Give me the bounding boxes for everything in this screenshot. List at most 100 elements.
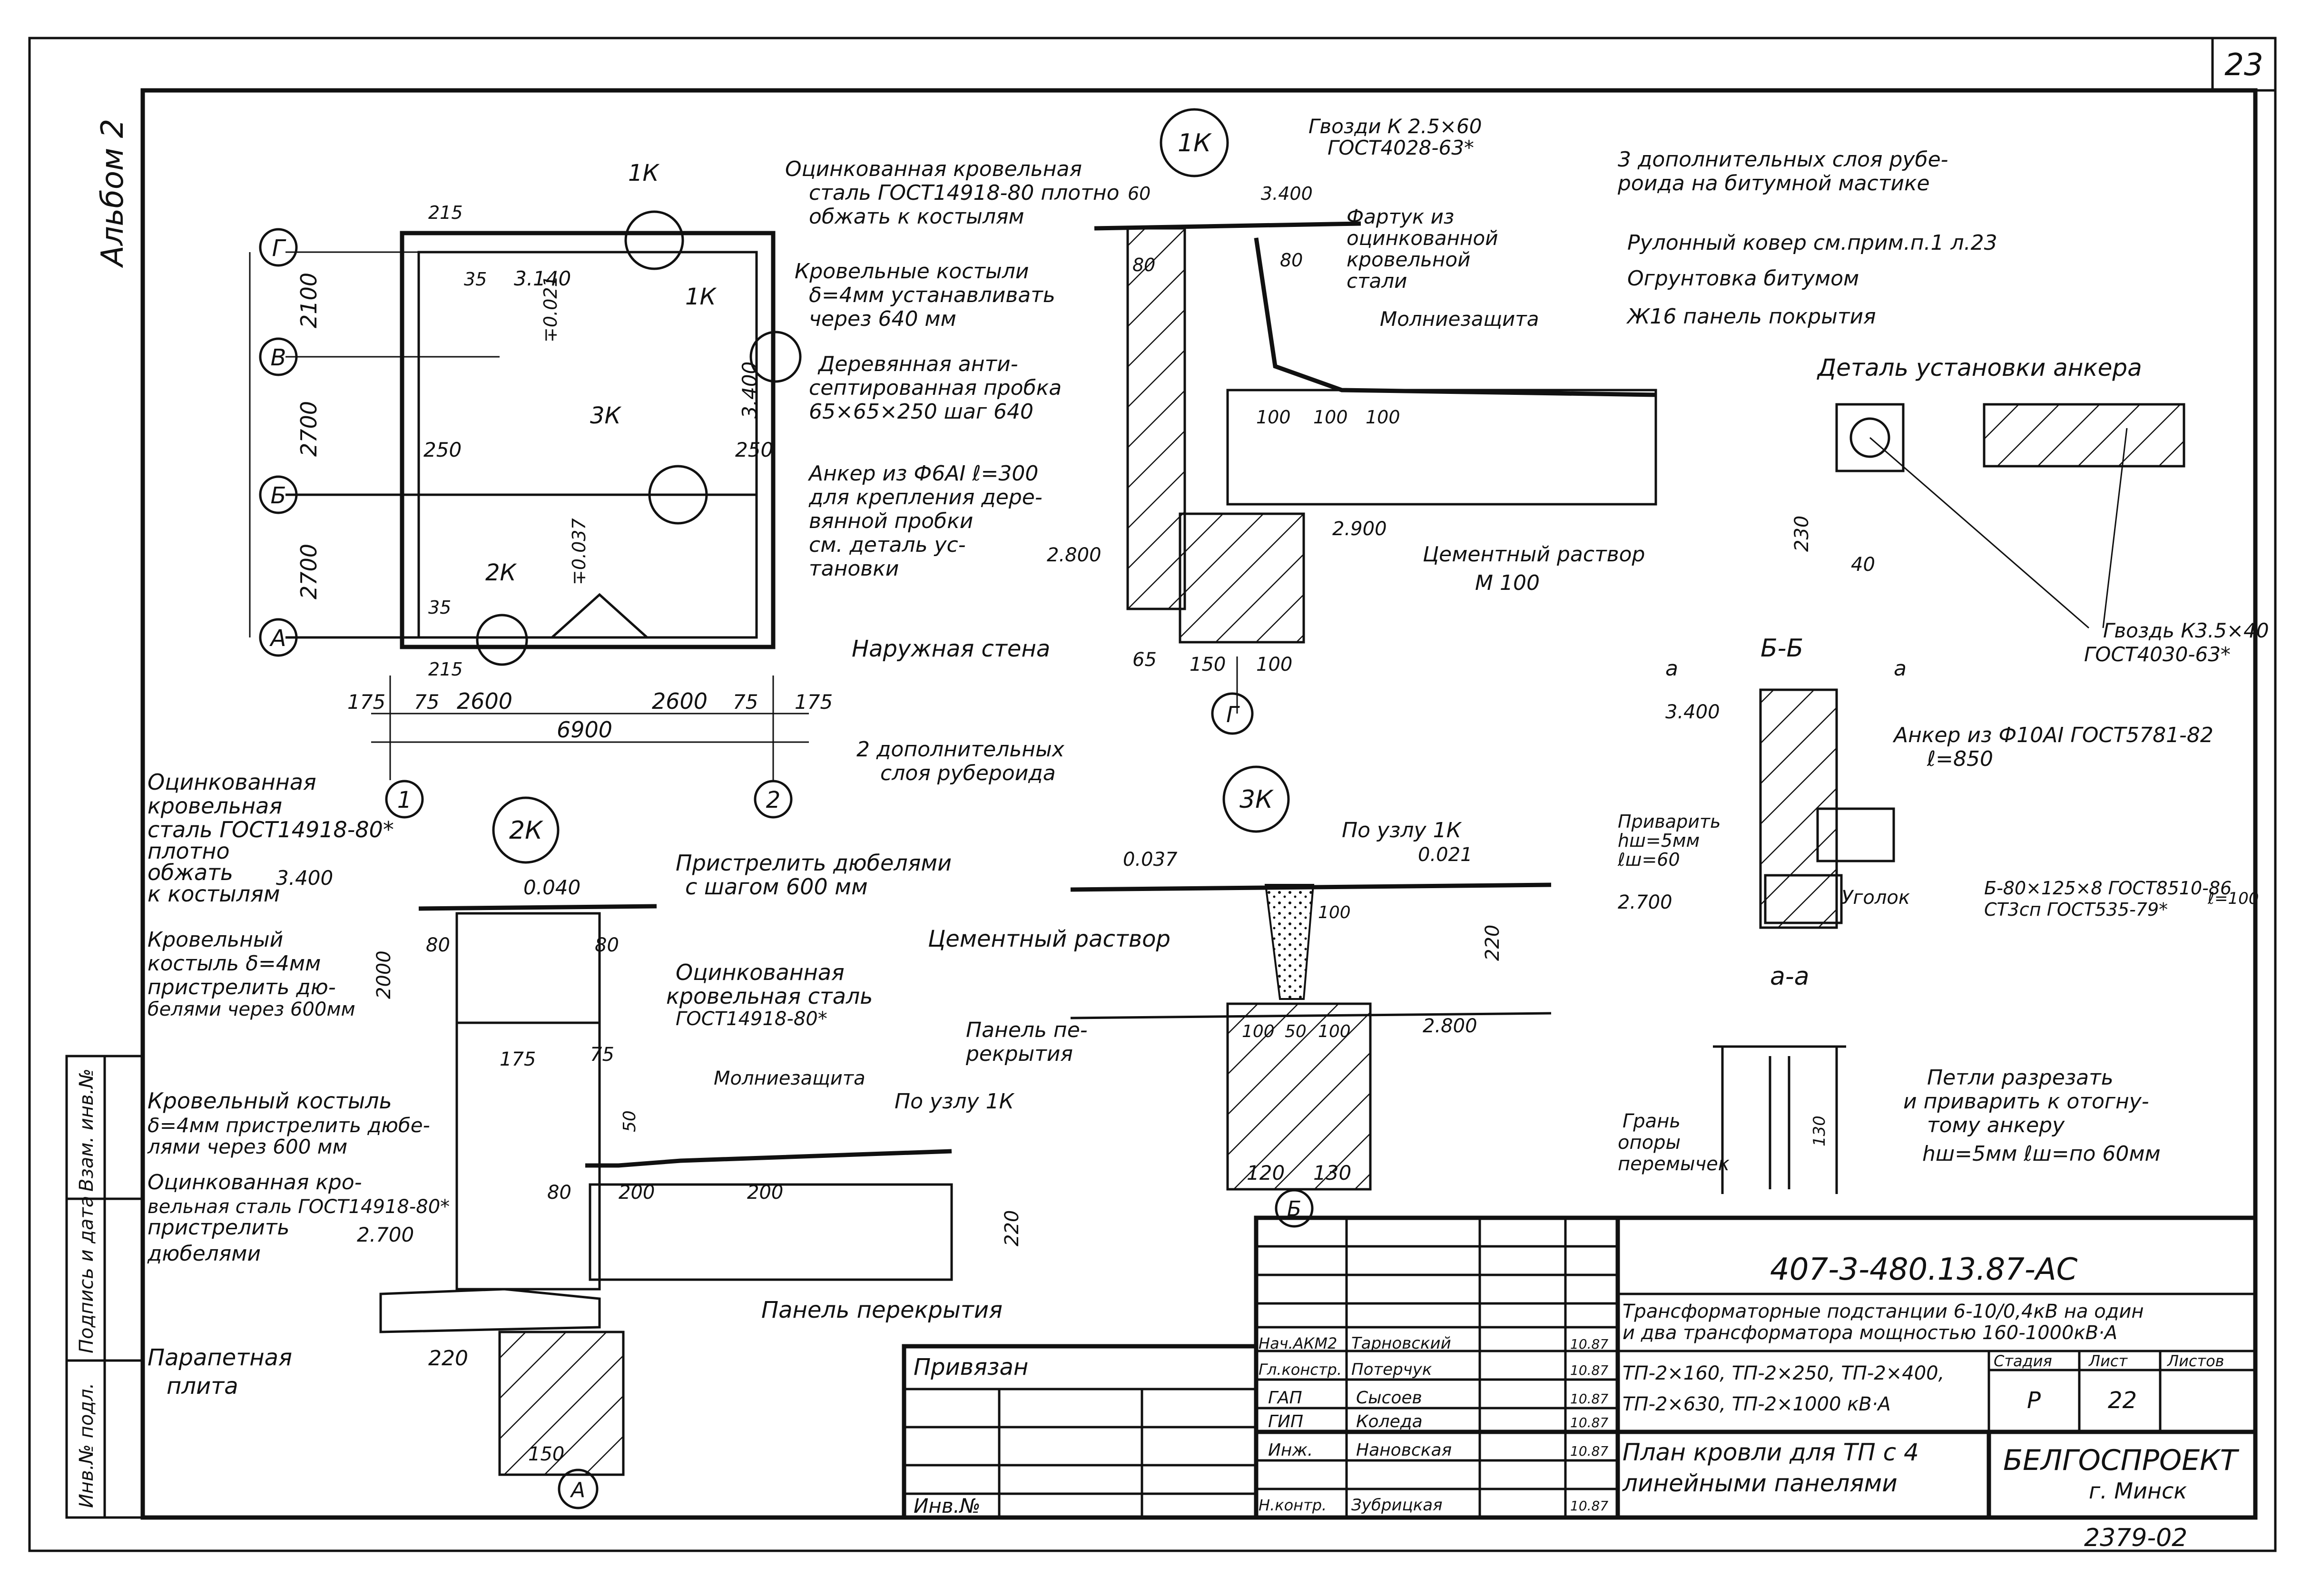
- section-aa-edge-3: перемычек: [1618, 1153, 1730, 1175]
- axis-g: Г: [272, 235, 286, 262]
- axis-v: В: [271, 344, 286, 371]
- plan-small-dim-5: 35: [428, 597, 451, 618]
- signer-role-6: Н.контр.: [1259, 1496, 1327, 1514]
- node-1k-note-5: δ=4мм устанавливать: [809, 283, 1055, 307]
- node-2k-note-19: δ=4мм пристрелить дюбе-: [148, 1114, 430, 1137]
- node-1k-note-26: Огрунтовка битумом: [1627, 266, 1859, 291]
- section-aa: а-а Петли разрезать и приварить к отогну…: [1618, 962, 2161, 1194]
- node-2k-level-2: 0.040: [523, 876, 580, 899]
- side-stamp: Инв.№ подл. Подпись и дата Взам. инв.№: [65, 1055, 144, 1519]
- node-1k-note-25: Рулонный ковер см.прим.п.1 л.23: [1627, 231, 1997, 255]
- side-sign-date: Подпись и дата: [76, 1196, 98, 1353]
- signer-date-1: 10.87: [1570, 1336, 1608, 1352]
- node-1k-dim-5: 100: [1313, 407, 1348, 428]
- node-2k-dim-2: 80: [595, 934, 619, 956]
- node-2k-dim-3: 2000: [373, 950, 395, 999]
- node-2k-note-17: По узлу 1К: [895, 1089, 1015, 1114]
- node-1k-note-18: Фартук из: [1347, 205, 1454, 228]
- node-3k-dim-7: 130: [1313, 1161, 1351, 1185]
- axis-bubble-2: [754, 780, 793, 819]
- node-2k: 2К А Оцинкованная кровельная сталь ГОСТ1…: [147, 769, 1023, 1509]
- anchor-nail-note-2: ГОСТ4030-63*: [2084, 643, 2231, 666]
- archive-number: 2379-02: [2084, 1524, 2187, 1552]
- stage-value: Р: [2027, 1387, 2041, 1414]
- node-1k-note-29: М 100: [1475, 571, 1540, 595]
- node-2k-dim-5: 75: [590, 1044, 614, 1066]
- node-2k-dim-11: 220: [428, 1346, 468, 1371]
- plan-small-dim-4: 250: [735, 438, 773, 461]
- node-1k-note-16: Гвозди К 2.5×60: [1308, 115, 1482, 138]
- node-3k-level-left: 0.037: [1123, 849, 1178, 871]
- node-2k-dim-6: 50: [620, 1110, 639, 1132]
- node-3k-dim-6: 120: [1247, 1161, 1285, 1185]
- node-2k-dim-12: 150: [528, 1443, 564, 1465]
- city: г. Минск: [2089, 1478, 2187, 1504]
- roof-plan: Г В Б А 1 2 2100 2700 2700 175 75 2600 2…: [249, 160, 833, 819]
- page-number-box: [2211, 37, 2277, 92]
- row-dim-1: 2100: [296, 273, 322, 328]
- node-1k-note-24: роида на битумной мастике: [1617, 171, 1930, 196]
- node-2k-note-13: Оцинкованная: [676, 960, 845, 985]
- bottom-dim-3: 2600: [457, 688, 512, 714]
- node-3k-dim-1: 100: [1318, 903, 1351, 922]
- plan-callout-label-1: 1К: [628, 160, 660, 186]
- signer-name-3: Сысоев: [1356, 1388, 1422, 1408]
- node-1k-note-10: Анкер из Ф6АI ℓ=300: [807, 461, 1038, 486]
- node-1k-note-6: через 640 мм: [809, 307, 956, 331]
- node-3k-dim-5: 100: [1318, 1022, 1351, 1041]
- signer-role-2: Гл.констр.: [1259, 1361, 1342, 1379]
- row-dim-2: 2700: [296, 401, 322, 457]
- plan-callout-label-2: 1К: [685, 284, 717, 310]
- axis-bubble-b: [259, 475, 298, 514]
- node-1k-dim-9: 100: [1256, 654, 1292, 676]
- node-2k-note-2: кровельная: [148, 793, 282, 819]
- bottom-dim-4: 2600: [652, 688, 708, 714]
- node-2k-dim-8: 200: [619, 1182, 655, 1204]
- drawing-title-2: линейными панелями: [1622, 1469, 1898, 1497]
- node-2k-dim-1: 80: [426, 934, 450, 956]
- section-bb-weld-1: Приварить: [1618, 811, 1721, 832]
- bound-label: Привязан: [914, 1354, 1028, 1381]
- section-bb-angle-3: СТ3сп ГОСТ535-79*: [1984, 899, 2168, 920]
- node-1k-note-14: тановки: [809, 557, 899, 581]
- overall-dim: 6900: [557, 717, 612, 743]
- page-number: 23: [2224, 48, 2263, 83]
- anchor-detail: Деталь установки анкера 230 40 Гвоздь К3…: [1791, 354, 2269, 666]
- node-1k-note-7: Деревянная анти-: [817, 352, 1018, 376]
- organization: БЕЛГОСПРОЕКТ: [2003, 1444, 2240, 1477]
- node-2k-note-1: Оцинкованная: [148, 769, 316, 795]
- anchor-detail-title: Деталь установки анкера: [1817, 354, 2142, 382]
- bottom-dim-5: 75: [733, 690, 758, 714]
- node-1k-note-22: Молниезащита: [1380, 307, 1539, 331]
- node-1k-note-4: Кровельные костыли: [795, 259, 1029, 284]
- section-aa-loop-1: Петли разрезать: [1927, 1066, 2114, 1090]
- section-bb-weld-3: ℓш=60: [1617, 849, 1680, 870]
- node-1k-mark-circle: [1160, 108, 1229, 177]
- section-aa-edge-1: Грань: [1623, 1110, 1681, 1132]
- document-code: 407-3-480.13.87-АС: [1770, 1252, 2078, 1287]
- node-2k-axis-circle: [558, 1469, 599, 1509]
- signer-date-2: 10.87: [1570, 1362, 1608, 1378]
- node-1k-note-17: ГОСТ4028-63*: [1328, 136, 1474, 159]
- plan-small-dim-3: 250: [423, 438, 462, 461]
- signer-name-1: Тарновский: [1351, 1334, 1451, 1353]
- node-1k-level-1: 3.400: [1261, 183, 1313, 204]
- axis-bubble-1: [385, 780, 424, 819]
- node-2k-note-26: Парапетная: [148, 1344, 292, 1371]
- album-label: Альбом 2: [95, 119, 130, 268]
- node-1k-note-9: 65×65×250 шаг 640: [809, 400, 1033, 424]
- bottom-dim-6: 175: [795, 690, 833, 714]
- signer-date-3: 10.87: [1570, 1391, 1608, 1407]
- node-2k-note-12: белями через 600мм: [148, 999, 355, 1020]
- node-1k-note-28: Цементный раствор: [1423, 542, 1645, 567]
- node-2k-note-21: Оцинкованная кро-: [148, 1170, 362, 1195]
- node-2k-note-27: плита: [167, 1373, 238, 1400]
- section-bb-anchor-note-2: ℓ=850: [1927, 747, 1993, 771]
- section-aa-title: а-а: [1770, 962, 1810, 991]
- node-1k-dim-2: 80: [1132, 255, 1155, 275]
- section-bb-angle-1: Уголок: [1841, 887, 1910, 909]
- node-2k-mark-circle: [492, 796, 560, 864]
- node-2k-dim-10: 220: [1001, 1210, 1023, 1246]
- anchor-detail-dim-1: 230: [1791, 516, 1813, 552]
